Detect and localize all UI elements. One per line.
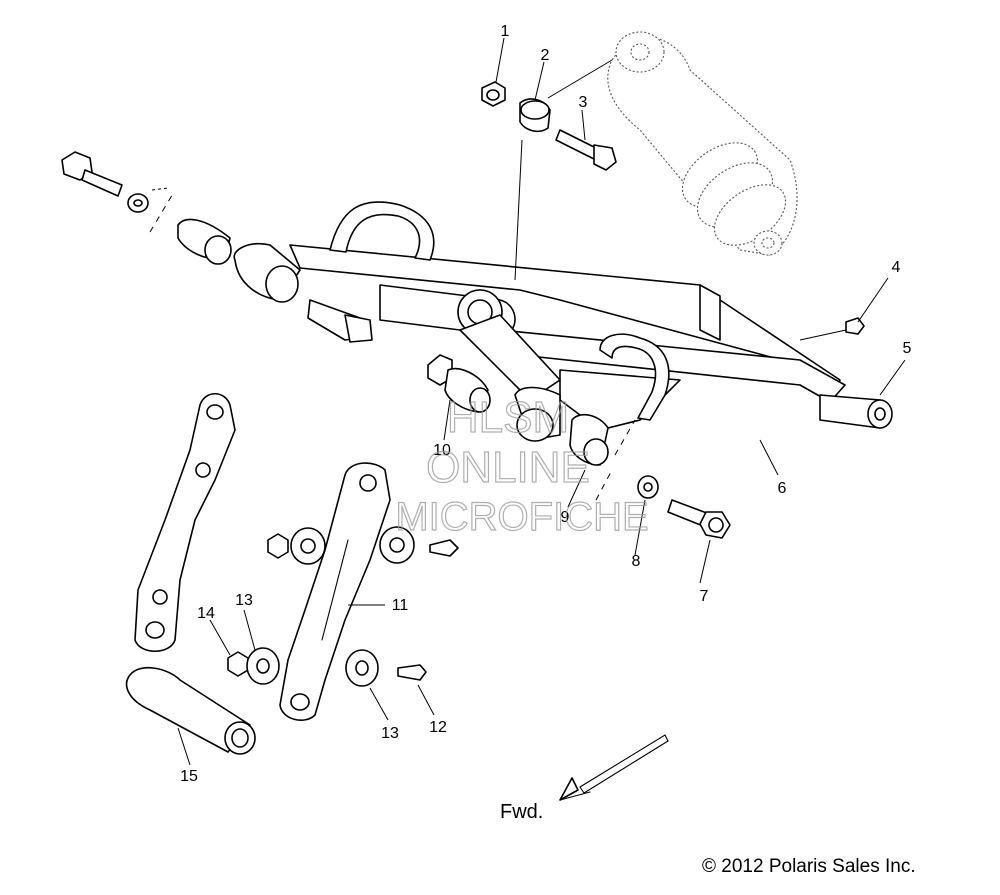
link-hardware: [227, 526, 459, 687]
callout-13-upper: 13: [235, 592, 253, 609]
watermark: HLSM ONLINE MICROFICHE: [395, 392, 650, 539]
shock-absorber: [607, 31, 798, 256]
callout-5: 5: [903, 340, 912, 357]
grease-fitting-4: [845, 317, 865, 335]
callout-1: 1: [501, 23, 510, 40]
swing-arm: [233, 201, 893, 442]
bushing-2: [519, 98, 551, 133]
pivot-bolt-10: [427, 354, 491, 413]
forward-arrow-icon: [559, 734, 669, 801]
callout-4: 4: [892, 259, 901, 276]
callout-3: 3: [579, 94, 588, 111]
leader-lines: [149, 37, 906, 766]
callout-6: 6: [778, 480, 787, 497]
callout-7: 7: [700, 588, 709, 605]
callout-2: 2: [541, 47, 550, 64]
nut-1: [481, 81, 506, 107]
callout-8: 8: [632, 553, 641, 570]
callout-14: 14: [197, 605, 215, 622]
link-left: [134, 392, 236, 653]
callout-15: 15: [180, 768, 198, 785]
tube-15: [125, 666, 256, 755]
callout-13-lower: 13: [381, 725, 399, 742]
link-11: [279, 462, 391, 721]
watermark-line1: HLSM: [447, 393, 569, 442]
bolt-3: [555, 129, 617, 171]
watermark-line2: ONLINE: [426, 443, 590, 492]
callout-11: 11: [392, 597, 409, 614]
copyright: © 2012 Polaris Sales Inc.: [702, 856, 916, 877]
watermark-line3: MICROFICHE: [395, 495, 648, 539]
bolt-upper-left: [61, 151, 373, 343]
bolt-7: [667, 499, 731, 539]
callout-12: 12: [429, 719, 447, 736]
callout-9: 9: [561, 509, 570, 526]
washer-8: [637, 475, 659, 499]
callout-10: 10: [433, 442, 451, 459]
direction-label: Fwd.: [500, 801, 543, 823]
bushing-9: [569, 413, 609, 466]
callouts: 1 2 3 4 5 6 7 8 9 10 11 12 13 13 14 15: [180, 23, 911, 785]
